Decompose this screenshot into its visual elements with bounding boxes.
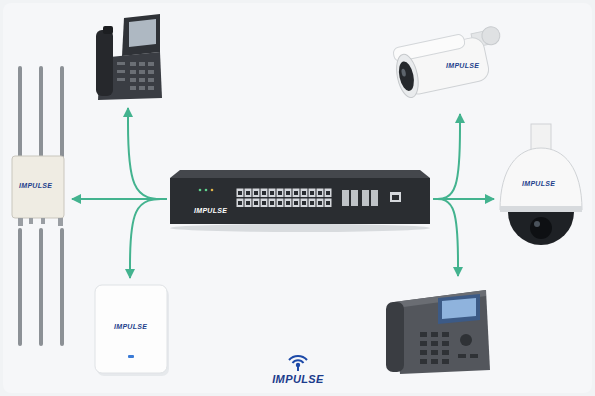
ceiling-ap: IMPULSE: [92, 282, 170, 376]
brand-text: IMPULSE: [114, 323, 147, 330]
poe-switch: IMPULSE: [170, 170, 430, 228]
poe-switch-figure: [170, 170, 430, 232]
poe-link-arrow: [128, 108, 167, 199]
brand-text: IMPULSE: [522, 180, 555, 187]
ip-phone: [95, 14, 163, 104]
brand-text: IMPULSE: [446, 62, 479, 69]
logo-icon: [289, 356, 307, 371]
outdoor-ap-figure: [12, 66, 64, 346]
ptz-camera: IMPULSE: [498, 126, 584, 268]
bullet-camera: IMPULSE: [386, 24, 498, 110]
poe-link-arrow: [433, 114, 460, 199]
bullet-camera-figure: [391, 25, 509, 100]
ptz-dome-figure: [500, 124, 582, 245]
brand-text: IMPULSE: [19, 182, 52, 189]
desk-phone: [384, 280, 492, 376]
poe-link-arrow: [130, 199, 167, 278]
desk-phone-figure: [386, 290, 490, 374]
poe-link-arrow: [433, 199, 458, 276]
outdoor-ap: IMPULSE: [10, 158, 68, 218]
logo-text: IMPULSE: [272, 374, 324, 385]
ip-phone-figure: [96, 14, 162, 100]
ceiling-ap-figure: [95, 285, 169, 376]
brand-text: IMPULSE: [194, 207, 227, 214]
panel: [3, 3, 592, 393]
